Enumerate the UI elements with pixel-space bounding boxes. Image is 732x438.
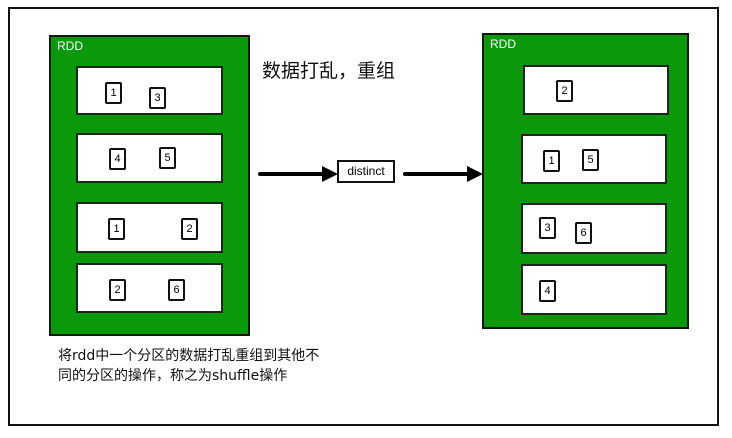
target-partition-4: 4: [521, 264, 667, 315]
arrow-right: [403, 166, 483, 182]
target-rdd: RDD 2 1 5 3 6 4: [482, 33, 689, 329]
data-item: 2: [181, 218, 198, 240]
target-rdd-label: RDD: [490, 37, 516, 51]
data-item: 5: [582, 149, 599, 171]
note-line-1: 将rdd中一个分区的数据打乱重组到其他不: [58, 348, 320, 364]
data-item: 5: [159, 147, 176, 169]
diagram-title: 数据打乱，重组: [262, 60, 396, 82]
data-item: 1: [108, 218, 125, 240]
source-rdd-label: RDD: [57, 39, 83, 53]
data-item: 2: [556, 80, 573, 102]
shuffle-explanation: 将rdd中一个分区的数据打乱重组到其他不 同的分区的操作，称之为shuffle操…: [58, 346, 319, 386]
arrow-left: [258, 166, 338, 182]
source-rdd: RDD 1 3 4 5 1 2 2 6: [49, 35, 250, 336]
source-partition-4: 2 6: [76, 263, 223, 313]
data-item: 3: [539, 217, 556, 239]
data-item: 3: [149, 87, 166, 109]
diagram-frame: [8, 7, 719, 426]
target-partition-1: 2: [523, 65, 669, 115]
data-item: 1: [543, 150, 560, 172]
data-item: 6: [168, 279, 185, 301]
source-partition-2: 4 5: [76, 133, 223, 183]
source-partition-3: 1 2: [76, 202, 223, 253]
source-partition-1: 1 3: [76, 66, 223, 115]
data-item: 4: [109, 148, 126, 170]
data-item: 6: [575, 222, 592, 244]
distinct-operation-box: distinct: [337, 160, 395, 183]
target-partition-3: 3 6: [521, 203, 667, 254]
data-item: 4: [539, 280, 556, 302]
data-item: 1: [105, 82, 122, 104]
note-line-2: 同的分区的操作，称之为shuffle操作: [58, 368, 288, 384]
data-item: 2: [109, 279, 126, 301]
target-partition-2: 1 5: [521, 134, 667, 184]
